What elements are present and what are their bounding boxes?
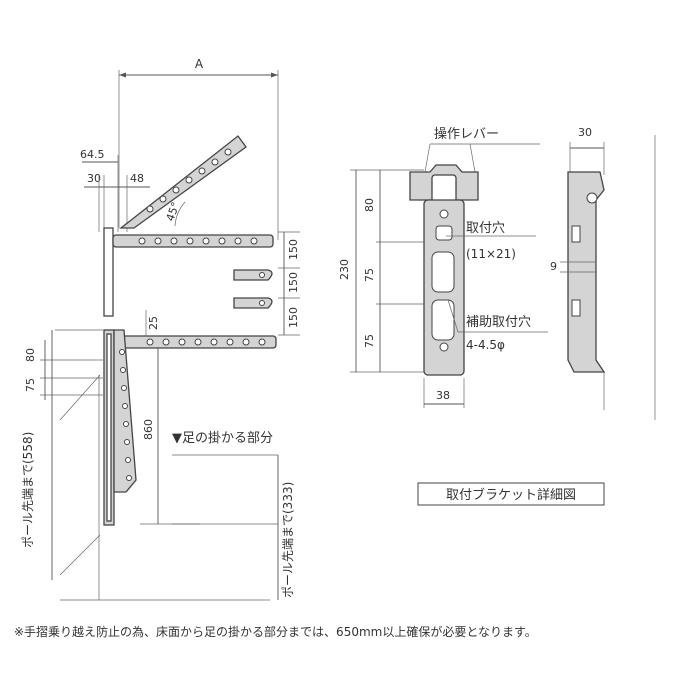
dim-38-label: 38 [436, 389, 450, 402]
dim-64-5-label: 64.5 [80, 148, 105, 161]
lower-arm: 25 [119, 310, 277, 349]
folded-arm [113, 329, 137, 493]
aux-hole-size: 4-4.5φ [466, 338, 505, 352]
dim-a-label: A [195, 57, 204, 71]
dim-80-left-label: 80 [24, 348, 37, 362]
upper-arm [112, 234, 274, 248]
dim-75-front-a-label: 75 [363, 268, 376, 282]
dim-75-front-b-label: 75 [363, 334, 376, 348]
dim-angle-label: 45° [164, 200, 183, 223]
hanger-clips [233, 269, 273, 309]
dim-30-label: 30 [87, 172, 101, 185]
dim-48-label: 48 [130, 172, 144, 185]
mount-hole-size: (11×21) [466, 247, 516, 261]
dim-150-a-label: 150 [287, 239, 300, 260]
left-dimensions: 80 75 ポール先端まで(558) [21, 329, 270, 601]
pole-tip-333-label: ポール先端まで(333) [281, 482, 295, 598]
foot-section-label: ▼足の掛かる部分 [172, 431, 273, 446]
bracket-front-view: 操作レバー 230 80 75 75 取付穴 (11×21) 補助取付穴 4-4… [338, 126, 548, 408]
detail-caption-box: 取付ブラケット詳細図 [417, 482, 605, 506]
bracket-side-view: 30 9 [550, 126, 656, 420]
dimension-a: A [118, 57, 279, 240]
top-dimensions: 64.5 30 48 [80, 148, 150, 232]
dim-30-side-label: 30 [578, 126, 592, 139]
aux-hole-label: 補助取付穴 [466, 315, 531, 330]
wall-post-lower-inner [106, 333, 112, 522]
spacing-dimensions: 150 150 150 [278, 231, 300, 336]
detail-caption: 取付ブラケット詳細図 [446, 487, 576, 503]
dim-150-b-label: 150 [287, 272, 300, 293]
dim-75-left-label: 75 [24, 378, 37, 392]
mount-hole-label: 取付穴 [466, 221, 505, 236]
pole-tip-558-label: ポール先端まで(558) [21, 432, 35, 548]
raised-arm: 45° [119, 135, 247, 229]
dim-80-front-label: 80 [363, 198, 376, 212]
lever-label: 操作レバー [434, 126, 499, 142]
dim-333-group: ポール先端まで(333) [277, 455, 295, 600]
assembly-view: A 64.5 30 48 [21, 57, 300, 601]
dim-230-label: 230 [338, 259, 351, 280]
footnote: ※手摺乗り越え防止の為、床面から足の掛かる部分までは、650mm以上確保が必要と… [14, 624, 537, 639]
wall-post-upper [103, 227, 114, 317]
dim-25-label: 25 [147, 316, 160, 330]
dim-9-label: 9 [550, 260, 557, 273]
dim-860-label: 860 [142, 419, 155, 440]
dim-150-c-label: 150 [287, 307, 300, 328]
